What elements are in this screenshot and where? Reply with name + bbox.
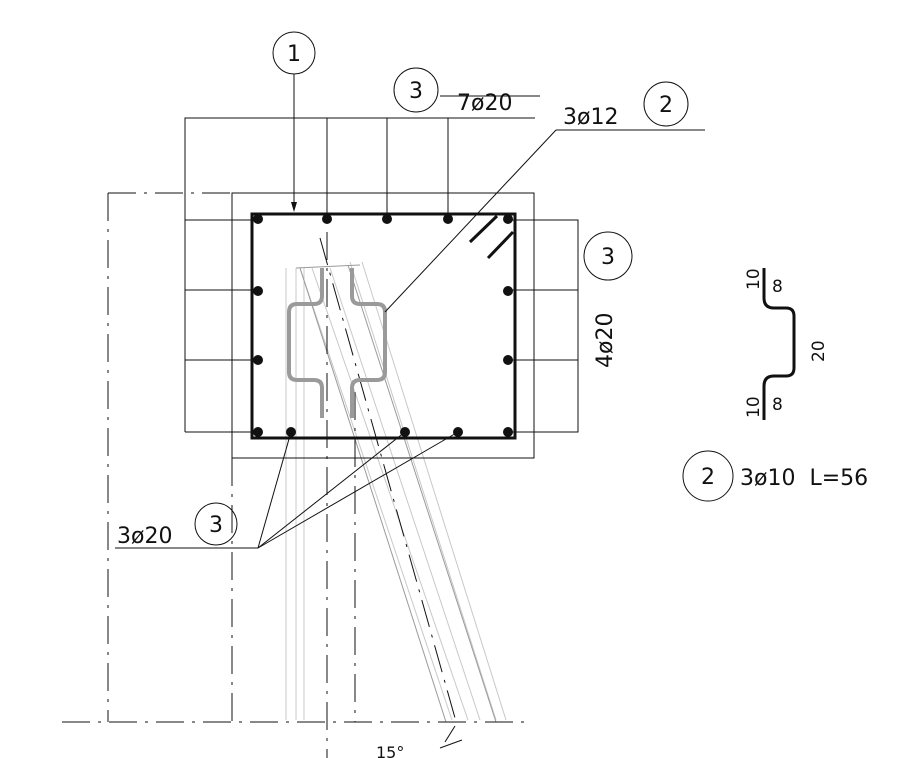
mark-2-top: 2 <box>643 81 689 127</box>
rebar-dots <box>253 214 513 437</box>
mark-3-top: 3 <box>393 67 439 113</box>
bar-top-4 <box>443 214 453 224</box>
mark-3-right-text: 3 <box>601 245 615 270</box>
mark-2-legend-text: 2 <box>701 465 715 490</box>
bar-right-1 <box>503 286 513 296</box>
bar-left-2 <box>253 355 263 365</box>
mark-3-bottom: 3 <box>194 502 238 546</box>
label-stirrup-bars: 3ø12 <box>563 105 618 130</box>
mark-2-legend: 2 <box>682 450 734 502</box>
dim-top-leg: 8 <box>772 277 783 297</box>
background-strut-lines <box>285 261 507 723</box>
label-bottom-bars: 3ø20 <box>117 524 172 549</box>
bar-bottom-1 <box>253 427 263 437</box>
mark-3-right: 3 <box>583 231 633 281</box>
dim-bottom-hook: 10 <box>744 396 764 418</box>
label-top-bars: 7ø20 <box>457 91 512 116</box>
leader-lines <box>115 74 705 749</box>
bar-top-3 <box>382 214 392 224</box>
label-side-bars: 4ø20 <box>593 313 618 368</box>
main-stirrup <box>250 212 517 440</box>
arrowhead <box>291 202 297 212</box>
dim-top-hook: 10 <box>744 268 764 290</box>
dim-middle: 20 <box>809 340 829 362</box>
label-angle: 15° <box>376 743 404 758</box>
dim-bottom-leg: 8 <box>772 395 783 415</box>
bar-left-1 <box>253 286 263 296</box>
grey-links <box>287 268 387 418</box>
mark-1-text: 1 <box>287 42 301 67</box>
outline-dashdot <box>62 192 525 758</box>
bar-shape-sketch: 10 8 20 10 8 <box>744 268 829 420</box>
bar-schedule-grid <box>184 117 579 433</box>
bar-top-5 <box>503 214 513 224</box>
legend-spec: 3ø10 L=56 <box>740 466 868 491</box>
concrete-section <box>231 192 535 459</box>
mark-3-bottom-text: 3 <box>209 513 223 538</box>
mark-3-top-text: 3 <box>409 79 423 104</box>
bar-top-2 <box>322 214 332 224</box>
bar-bottom-5 <box>503 427 513 437</box>
mark-1: 1 <box>272 31 316 75</box>
mark-2-top-text: 2 <box>659 93 673 118</box>
bar-top-1 <box>253 214 263 224</box>
bar-right-2 <box>503 355 513 365</box>
